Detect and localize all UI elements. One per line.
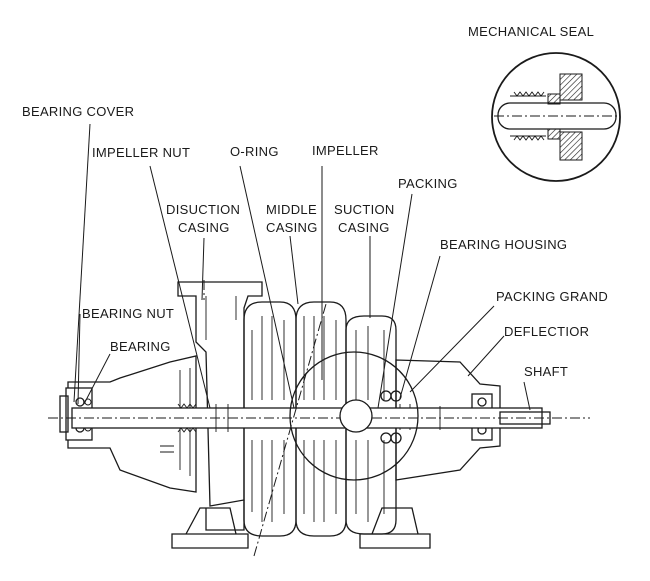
label-bearing-cover: BEARING COVER (22, 104, 134, 119)
label-suction-casing-line2: CASING (338, 220, 390, 235)
label-o-ring: O-RING (230, 144, 279, 159)
shaft (71, 403, 551, 453)
inclined-centerline (253, 303, 327, 557)
label-bearing: BEARING (110, 339, 171, 354)
label-impeller: IMPELLER (312, 143, 379, 158)
label-impeller-nut: IMPELLER NUT (92, 145, 190, 160)
detail-reference-circle (289, 351, 419, 481)
label-middle-casing-line1: MIDDLE (266, 202, 317, 217)
mechanical-seal-inset (491, 52, 621, 182)
disuction-casing (177, 281, 263, 531)
label-packing-grand: PACKING GRAND (496, 289, 608, 304)
label-shaft: SHAFT (524, 364, 568, 379)
label-mechanical-seal: MECHANICAL SEAL (468, 24, 594, 39)
label-bearing-housing: BEARING HOUSING (440, 237, 567, 252)
impeller-stages (243, 301, 397, 537)
pump-base (171, 507, 431, 549)
label-disuction-casing-line2: CASING (178, 220, 230, 235)
label-disuction-casing-line1: DISUCTION (166, 202, 240, 217)
label-middle-casing-line2: CASING (266, 220, 318, 235)
label-deflectior: DEFLECTIOR (504, 324, 589, 339)
seal-detail-center (339, 399, 373, 433)
label-suction-casing-line1: SUCTION (334, 202, 395, 217)
label-packing: PACKING (398, 176, 458, 191)
label-bearing-nut: BEARING NUT (82, 306, 174, 321)
leader-lines (73, 123, 531, 411)
